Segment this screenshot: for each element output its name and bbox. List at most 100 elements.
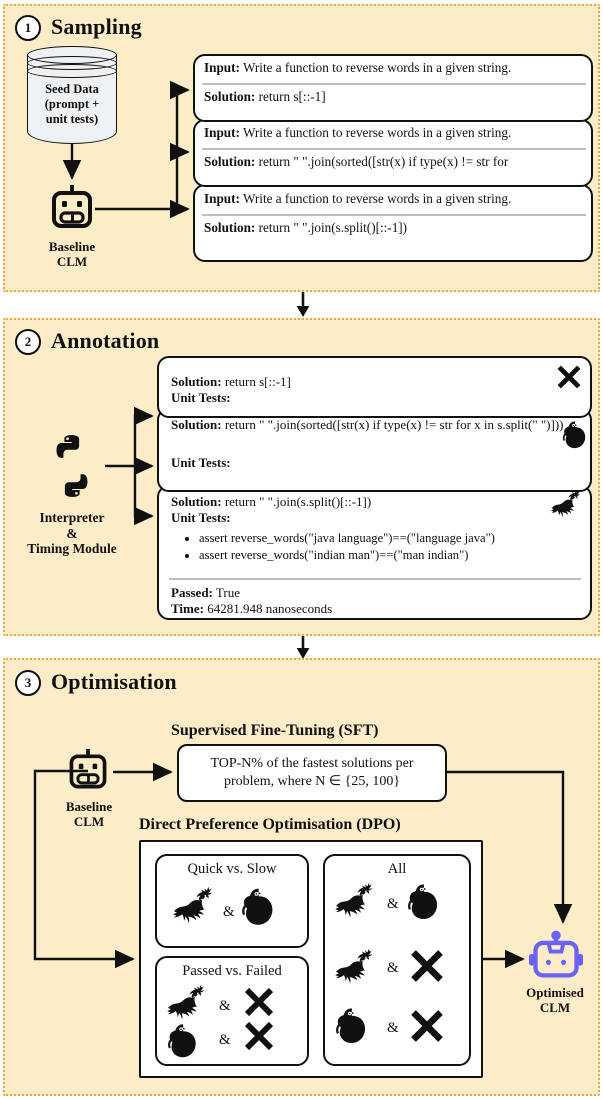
seed-data-label: Seed Data (prompt + unit tests)	[44, 82, 100, 126]
sample-1-input-text: Write a function to reverse words in a g…	[242, 60, 512, 75]
annot-2-solution-text: return " ".join(sorted([str(x) if type(x…	[224, 417, 564, 432]
annotation-card-2[interactable]: Solution: return " ".join(sorted([str(x)…	[157, 408, 592, 492]
stage-2-to-3-arrow	[296, 636, 310, 659]
sample-2-input-line: Input: Write a function to reverse words…	[204, 125, 511, 141]
deer-icon	[335, 882, 373, 918]
dpo-container: Quick vs. Slow & Passed vs. Failed	[139, 840, 483, 1078]
pair-operator: &	[387, 1020, 399, 1036]
stage-3-number: 3	[15, 670, 41, 696]
sample-1-solution-label: Solution:	[204, 89, 256, 104]
annot-3-time-value: 64281.948 nanoseconds	[207, 601, 333, 616]
cross-icon	[244, 987, 274, 1017]
cross-icon	[244, 1021, 274, 1051]
sloth-icon	[168, 1024, 196, 1058]
sample-3-input-line: Input: Write a function to reverse words…	[204, 191, 511, 207]
sample-card-3[interactable]: Input: Write a function to reverse words…	[193, 184, 593, 262]
sample-3-solution-line: Solution: return " ".join(s.split()[::-1…	[204, 220, 407, 236]
divider	[202, 148, 586, 150]
dpo-group-title: Quick vs. Slow	[187, 861, 277, 877]
sloth-icon	[336, 1008, 366, 1044]
pair-operator: &	[387, 960, 399, 976]
sample-3-solution-text: return " ".join(s.split()[::-1])	[258, 220, 408, 235]
sloth-icon	[562, 421, 586, 449]
optimised-clm-label: Optimised CLM	[526, 985, 584, 1015]
interpreter-timing-label: Interpreter & Timing Module	[27, 510, 117, 557]
list-item: assert reverse_words("java language")==(…	[199, 530, 581, 547]
optimised-clm-robot-icon	[529, 930, 583, 978]
annot-3-passed-value: True	[215, 585, 240, 600]
annot-1-solution-line: Solution: return s[::-1]	[171, 374, 291, 390]
sample-3-solution-label: Solution:	[204, 220, 256, 235]
sloth-icon	[408, 884, 438, 920]
sample-2-solution-label: Solution:	[204, 154, 256, 169]
annotation-card-3[interactable]: Solution: return " ".join(s.split()[::-1…	[157, 485, 592, 620]
annotation-card-1[interactable]: Solution: return s[::-1] Unit Tests:	[157, 356, 592, 418]
dpo-group-title: All	[387, 861, 407, 877]
annot-3-passed-line: Passed: True	[171, 585, 240, 601]
annot-2-solution-label: Solution:	[171, 417, 222, 432]
annot-3-solution-line: Solution: return " ".join(s.split()[::-1…	[171, 494, 371, 510]
annot-3-time-label: Time:	[171, 601, 204, 616]
sample-card-2[interactable]: Input: Write a function to reverse words…	[193, 119, 593, 187]
sample-1-input-line: Input: Write a function to reverse words…	[204, 60, 511, 76]
sample-card-1[interactable]: Input: Write a function to reverse words…	[193, 54, 593, 122]
stage-3-panel: 3 Optimisation Baseline CLM Supervised F…	[3, 658, 600, 1096]
sample-3-input-label: Input:	[204, 191, 240, 206]
dpo-group-passed-vs-failed[interactable]: Passed vs. Failed & &	[155, 956, 309, 1066]
sft-heading: Supervised Fine-Tuning (SFT)	[171, 722, 379, 739]
dpo-group-quick-vs-slow[interactable]: Quick vs. Slow &	[155, 854, 309, 948]
annot-2-unit-tests-label: Unit Tests:	[171, 455, 231, 470]
divider	[202, 83, 586, 85]
annot-3-unit-tests-label: Unit Tests:	[171, 510, 231, 525]
annot-3-test-list: assert reverse_words("java language")==(…	[181, 530, 581, 564]
sample-1-input-label: Input:	[204, 60, 240, 75]
annot-1-unit-tests-label: Unit Tests:	[171, 390, 231, 405]
pair-operator: &	[219, 1032, 231, 1048]
sample-1-solution-text: return s[::-1]	[258, 89, 326, 104]
annot-1-solution-label: Solution:	[171, 374, 222, 389]
stage-1-panel: 1 Sampling Seed Data (prompt + unit test…	[3, 4, 600, 292]
pair-operator: &	[219, 998, 231, 1014]
stage-2-panel: 2 Annotation Interpreter & Timing Module…	[3, 318, 600, 636]
stage-1-title: Sampling	[51, 14, 142, 39]
deer-icon	[550, 489, 581, 518]
baseline-clm-robot-icon	[52, 185, 92, 228]
pair-operator: &	[387, 896, 399, 912]
sample-2-input-text: Write a function to reverse words in a g…	[242, 125, 512, 140]
deer-icon	[167, 984, 205, 1020]
sample-1-solution-line: Solution: return s[::-1]	[204, 89, 326, 105]
annot-3-solution-label: Solution:	[171, 494, 222, 509]
stage-2-title: Annotation	[51, 328, 160, 353]
annot-1-solution-text: return s[::-1]	[224, 374, 291, 389]
annot-3-solution-text: return " ".join(s.split()[::-1])	[224, 494, 372, 509]
sample-2-solution-text: return " ".join(sorted([str(x) if type(x…	[258, 154, 509, 169]
stage-3-title: Optimisation	[51, 669, 177, 694]
stage-1-number: 1	[15, 15, 41, 41]
sft-box[interactable]: TOP-N% of the fastest solutions per prob…	[177, 744, 447, 802]
python-logo-icon	[56, 435, 88, 497]
sft-box-text: TOP-N% of the fastest solutions per prob…	[210, 756, 414, 790]
annot-3-time-line: Time: 64281.948 nanoseconds	[171, 601, 332, 617]
divider	[202, 214, 586, 216]
annot-2-solution-line: Solution: return " ".join(sorted([str(x)…	[171, 417, 573, 433]
annot-3-passed-label: Passed:	[171, 585, 213, 600]
dpo-heading: Direct Preference Optimisation (DPO)	[139, 816, 401, 833]
baseline-clm-label: Baseline CLM	[65, 799, 113, 829]
dpo-group-title: Passed vs. Failed	[182, 963, 282, 979]
cross-icon	[411, 950, 443, 982]
pair-operator: &	[223, 904, 235, 920]
stage-2-number: 2	[15, 329, 41, 355]
sample-2-solution-line: Solution: return " ".join(sorted([str(x)…	[204, 154, 592, 170]
deer-icon	[173, 886, 213, 924]
stage-1-to-2-arrow	[296, 292, 310, 317]
dpo-group-all[interactable]: All & &	[323, 854, 471, 1066]
sample-3-input-text: Write a function to reverse words in a g…	[242, 191, 512, 206]
list-item: assert reverse_words("indian man")==("ma…	[199, 547, 581, 564]
divider	[169, 578, 581, 580]
sample-2-input-label: Input:	[204, 125, 240, 140]
baseline-clm-label: Baseline CLM	[48, 239, 96, 269]
sloth-icon	[242, 888, 273, 925]
cross-icon	[557, 365, 581, 389]
cross-icon	[411, 1010, 443, 1042]
